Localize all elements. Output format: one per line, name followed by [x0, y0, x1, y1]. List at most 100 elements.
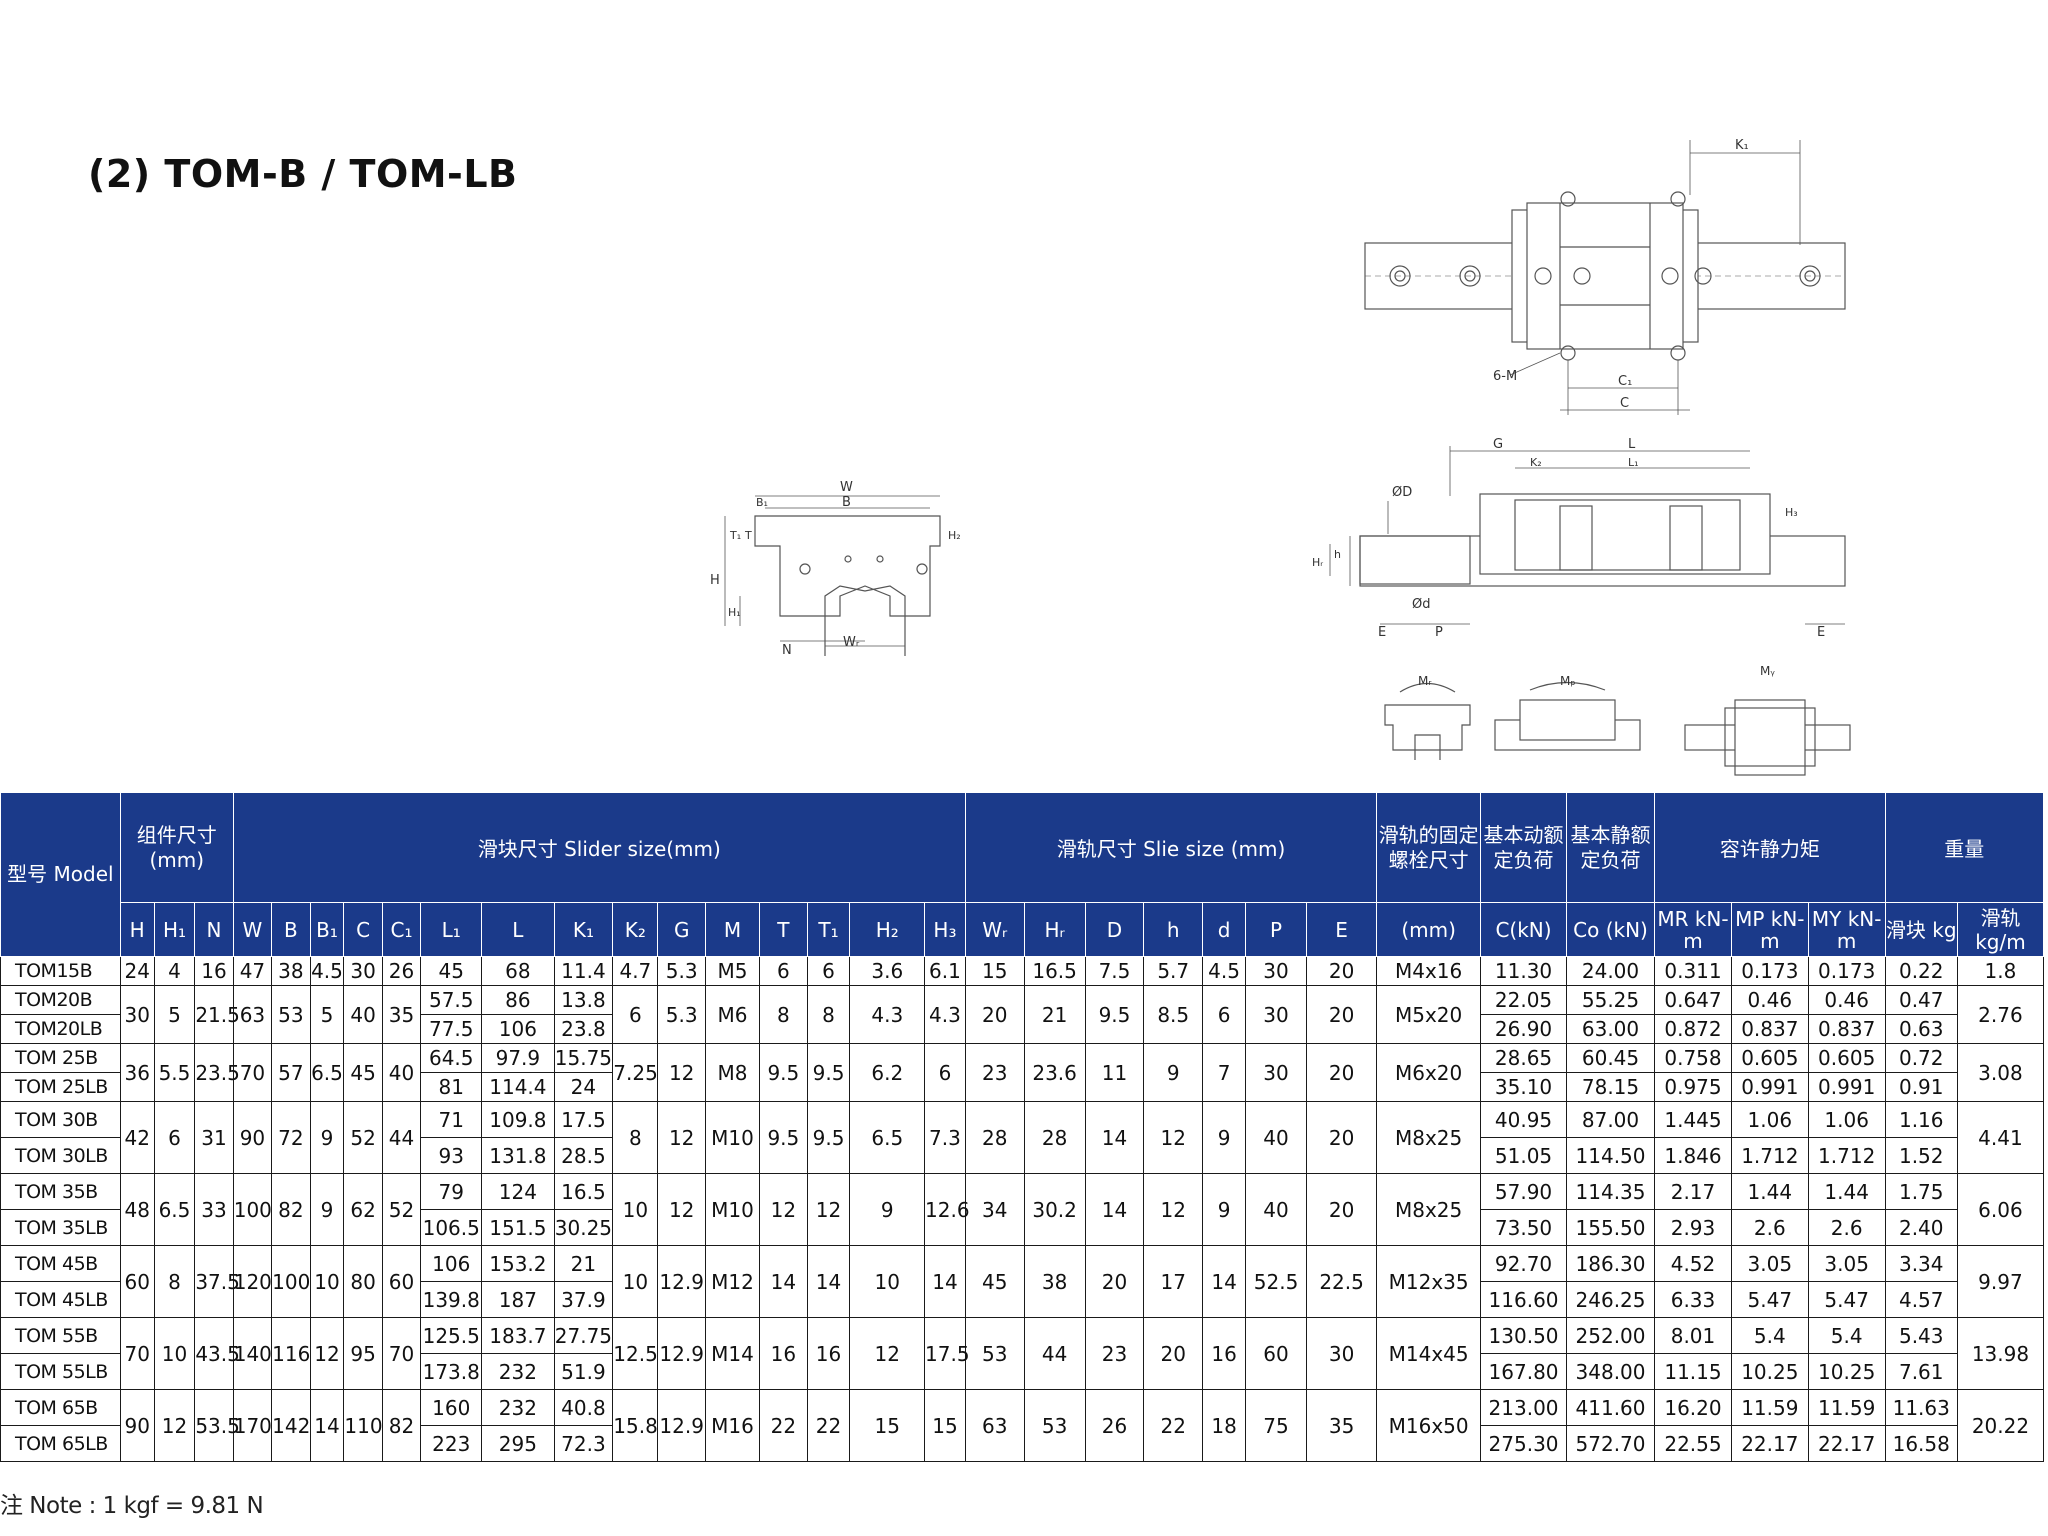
cell-co-kn: 348.00: [1565, 1353, 1656, 1390]
cell-h: 30: [119, 985, 155, 1044]
front-view-drawing: W B B₁ T T₁ H₂ H H₁ N Wᵣ: [690, 476, 980, 658]
spec-table: 型号 Model 组件尺寸 (mm) 滑块尺寸 Slider size(mm) …: [0, 792, 2045, 1462]
cell-h: 48: [119, 1173, 155, 1246]
cell-c-kn: 28.65: [1480, 1043, 1567, 1073]
cell-mr: 0.311: [1654, 956, 1732, 986]
cell-w: 100: [232, 1173, 273, 1246]
cell-n: 33: [194, 1173, 234, 1246]
cell-c1: 60: [381, 1245, 422, 1318]
cell-d: 7: [1202, 1043, 1247, 1102]
cell-w: 70: [232, 1043, 273, 1102]
header-assembly: 组件尺寸 (mm): [119, 792, 234, 903]
cell-m: M14: [704, 1317, 761, 1390]
cell-my: 5.47: [1807, 1281, 1886, 1318]
col-header: L₁: [420, 902, 483, 957]
col-header: H₃: [924, 902, 966, 957]
cell-b1: 12: [309, 1317, 345, 1390]
cell-c1: 82: [381, 1389, 422, 1462]
col-header: C: [343, 902, 383, 957]
cell-l: 295: [481, 1425, 555, 1462]
cell-co-kn: 114.50: [1565, 1137, 1656, 1174]
cell-k1: 27.75: [553, 1317, 614, 1354]
cell-h1: 12: [153, 1389, 196, 1462]
cell-c: 80: [343, 1245, 383, 1318]
cell-my: 1.06: [1807, 1101, 1886, 1138]
col-header: Wᵣ: [964, 902, 1025, 957]
cell-slider-kg: 0.91: [1884, 1072, 1958, 1102]
cell-mr: 0.975: [1654, 1072, 1732, 1102]
cell-d: 9: [1202, 1101, 1247, 1174]
cell-p: 30: [1245, 985, 1308, 1044]
cell-c: 95: [343, 1317, 383, 1390]
dim-label-b1: B₁: [756, 496, 768, 509]
cell-co-kn: 114.35: [1565, 1173, 1656, 1210]
cell-rail-kg: 20.22: [1956, 1389, 2045, 1462]
cell-h2: 10: [849, 1245, 926, 1318]
col-header-rail-weight: 滑轨 kg/m: [1956, 902, 2045, 957]
cell-h2: 9: [849, 1173, 926, 1246]
cell-w: 140: [232, 1317, 273, 1390]
cell-mp: 0.605: [1730, 1043, 1809, 1073]
cell-mp: 1.44: [1730, 1173, 1809, 1210]
cell-my: 22.17: [1807, 1425, 1886, 1462]
cell-l: 109.8: [481, 1101, 555, 1138]
cell-rail-kg: 1.8: [1956, 956, 2045, 986]
cell-wr: 53: [964, 1317, 1025, 1390]
cell-t: 14: [759, 1245, 808, 1318]
cell-mr: 11.15: [1654, 1353, 1732, 1390]
cell-co-kn: 87.00: [1565, 1101, 1656, 1138]
cell-g: 12.9: [657, 1389, 706, 1462]
cell-h: 60: [119, 1245, 155, 1318]
cell-h: 8.5: [1143, 985, 1204, 1044]
cell-k1: 21: [553, 1245, 614, 1282]
cell-hr: 30.2: [1023, 1173, 1086, 1246]
cell-d: 20: [1084, 1245, 1145, 1318]
dim-label-h3: H₃: [1785, 506, 1798, 519]
cell-slider-kg: 1.52: [1884, 1137, 1958, 1174]
cell-h: 9: [1143, 1043, 1204, 1102]
dim-label-t: T: [744, 529, 752, 542]
cell-mr: 1.846: [1654, 1137, 1732, 1174]
cell-co-kn: 572.70: [1565, 1425, 1656, 1462]
cell-mp: 0.991: [1730, 1072, 1809, 1102]
cell-hr: 21: [1023, 985, 1086, 1044]
moment-label-mr: Mᵣ: [1418, 674, 1432, 688]
cell-b: 116: [271, 1317, 311, 1390]
cell-b: 142: [271, 1389, 311, 1462]
col-header-moment: MY kN-m: [1807, 902, 1886, 957]
cell-w: 47: [232, 956, 273, 986]
cell-mr: 8.01: [1654, 1317, 1732, 1354]
cell-h1: 5: [153, 985, 196, 1044]
cell-model: TOM15B: [0, 956, 121, 986]
cell-d: 23: [1084, 1317, 1145, 1390]
cell-c: 30: [343, 956, 383, 986]
cell-h: 20: [1143, 1317, 1204, 1390]
cell-c-kn: 40.95: [1480, 1101, 1567, 1138]
dim-label-t1: T₁: [729, 529, 741, 542]
cell-my: 0.173: [1807, 956, 1886, 986]
cell-slider-kg: 3.34: [1884, 1245, 1958, 1282]
col-header: D: [1084, 902, 1145, 957]
cell-c: 40: [343, 985, 383, 1044]
cell-l: 187: [481, 1281, 555, 1318]
cell-wr: 63: [964, 1389, 1025, 1462]
header-rail: 滑轨尺寸 Slie size (mm): [964, 792, 1378, 903]
cell-b1: 9: [309, 1101, 345, 1174]
cell-g: 5.3: [657, 985, 706, 1044]
cell-m: M12: [704, 1245, 761, 1318]
cell-c-kn: 116.60: [1480, 1281, 1567, 1318]
cell-mp: 11.59: [1730, 1389, 1809, 1426]
top-view-drawing: K₁ 6-M C₁ C: [1360, 135, 1860, 425]
dim-label-wr: Wᵣ: [843, 635, 860, 650]
cell-g: 5.3: [657, 956, 706, 986]
cell-c-kn: 73.50: [1480, 1209, 1567, 1246]
cell-l: 114.4: [481, 1072, 555, 1102]
cell-mp: 0.173: [1730, 956, 1809, 986]
header-model: 型号 Model: [0, 792, 121, 957]
col-header: G: [657, 902, 706, 957]
cell-l1: 81: [420, 1072, 483, 1102]
